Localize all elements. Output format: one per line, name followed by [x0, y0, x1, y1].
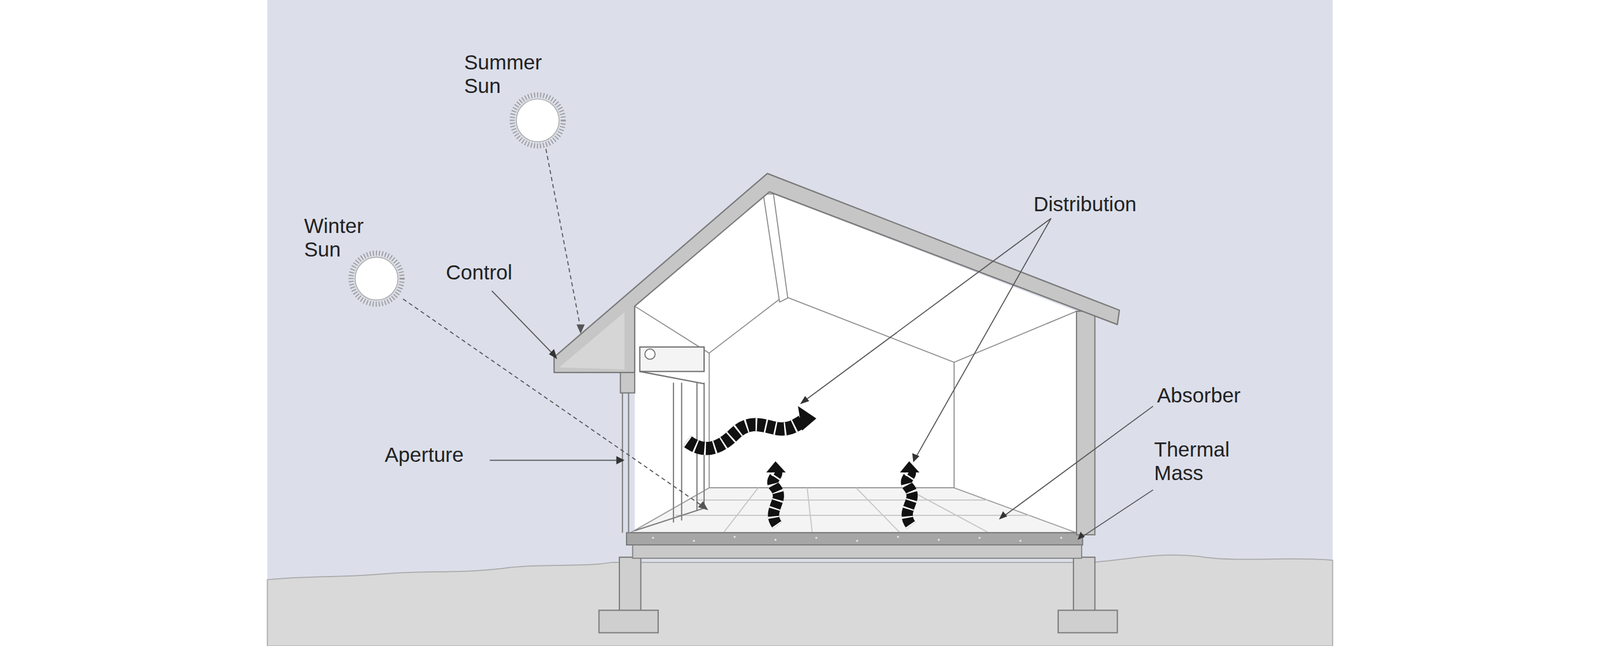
aperture-glazing	[622, 382, 705, 533]
part-label: Distribution	[1033, 192, 1137, 216]
ground	[267, 554, 1333, 646]
ceiling-beam	[763, 194, 789, 303]
air-flow-arrows	[686, 405, 920, 526]
part-label: Absorber	[1157, 383, 1241, 408]
winter-sun	[351, 252, 403, 305]
part-label: Aperture	[384, 442, 464, 467]
north-wall	[1076, 311, 1095, 535]
roller-shade	[640, 347, 705, 384]
leader-heads	[548, 348, 1085, 540]
foundation	[598, 557, 1118, 633]
sun-label: Summer Sun	[464, 50, 542, 98]
slab-speckle	[651, 535, 1062, 542]
eave-soffit	[559, 312, 625, 370]
room-perspective-lines	[634, 295, 1077, 488]
ray-heads	[576, 324, 709, 511]
sun-label: Winter Sun	[304, 214, 364, 262]
part-label: Control	[445, 260, 513, 285]
thermal-mass-slab	[626, 532, 1083, 545]
floor-structure	[632, 544, 1082, 559]
part-label: Thermal Mass	[1154, 437, 1230, 485]
floor-tiles	[675, 487, 1030, 533]
summer-sun	[512, 94, 564, 146]
leader-lines	[490, 218, 1154, 538]
sky-panel	[267, 0, 1333, 646]
